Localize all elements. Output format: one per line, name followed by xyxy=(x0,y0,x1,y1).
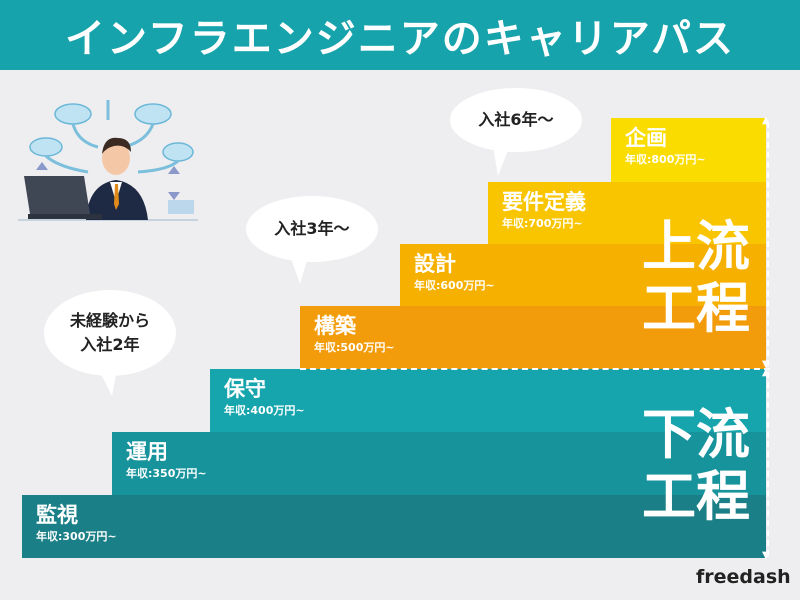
bubble-tail xyxy=(288,250,310,284)
process-divider xyxy=(300,368,770,370)
arrow-down-icon: ▼ xyxy=(762,359,770,370)
step-title: 保守 xyxy=(224,377,266,401)
step-planning: 企画 年収:800万円~ xyxy=(611,118,766,182)
upper-range-line xyxy=(767,122,769,366)
lower-process-label: 下流 工程 xyxy=(636,404,756,528)
step-salary: 年収:500万円~ xyxy=(314,341,395,354)
step-salary: 年収:400万円~ xyxy=(224,404,305,417)
upper-label-line2: 工程 xyxy=(642,277,750,340)
step-salary: 年収:800万円~ xyxy=(625,153,706,166)
lower-range-line xyxy=(767,372,769,556)
bubble-tail xyxy=(492,140,512,176)
step-salary: 年収:350万円~ xyxy=(126,467,207,480)
upper-label-line1: 上流 xyxy=(642,215,750,278)
step-title: 監視 xyxy=(36,503,78,527)
step-design: 設計 年収:600万円~ xyxy=(400,244,766,306)
page-title: インフラエンジニアのキャリアパス xyxy=(65,16,735,62)
lower-label-line2: 工程 xyxy=(642,465,750,528)
arrow-up-icon: ▲ xyxy=(762,367,770,378)
engineer-illustration xyxy=(18,100,198,221)
step-requirements: 要件定義 年収:700万円~ xyxy=(488,182,766,244)
upper-process-label: 上流 工程 xyxy=(636,216,756,340)
step-salary: 年収:600万円~ xyxy=(414,279,495,292)
step-title: 要件定義 xyxy=(502,190,586,214)
arrow-down-icon: ▼ xyxy=(762,550,770,561)
step-title: 運用 xyxy=(126,440,168,464)
bubble-new-grad-line1: 未経験から xyxy=(69,311,150,330)
step-maintenance: 保守 年収:400万円~ xyxy=(210,369,766,432)
bubble-tail xyxy=(96,364,118,396)
step-title: 構築 xyxy=(314,314,356,338)
bubble-new-grad-line2: 入社2年 xyxy=(80,335,140,354)
bubble-year6-text: 入社6年〜 xyxy=(478,110,554,129)
arrow-up-icon: ▲ xyxy=(762,115,770,126)
bubble-year3-text: 入社3年〜 xyxy=(274,219,350,238)
step-construction: 構築 年収:500万円~ xyxy=(300,306,766,369)
step-title: 企画 xyxy=(625,126,667,150)
lower-label-line1: 下流 xyxy=(642,403,750,466)
step-monitoring: 監視 年収:300万円~ xyxy=(22,495,766,558)
step-title: 設計 xyxy=(414,252,456,276)
step-salary: 年収:300万円~ xyxy=(36,530,117,543)
step-operation: 運用 年収:350万円~ xyxy=(112,432,766,495)
brand-logo: freedash xyxy=(696,566,791,588)
page-header: インフラエンジニアのキャリアパス xyxy=(0,0,800,70)
step-salary: 年収:700万円~ xyxy=(502,217,583,230)
